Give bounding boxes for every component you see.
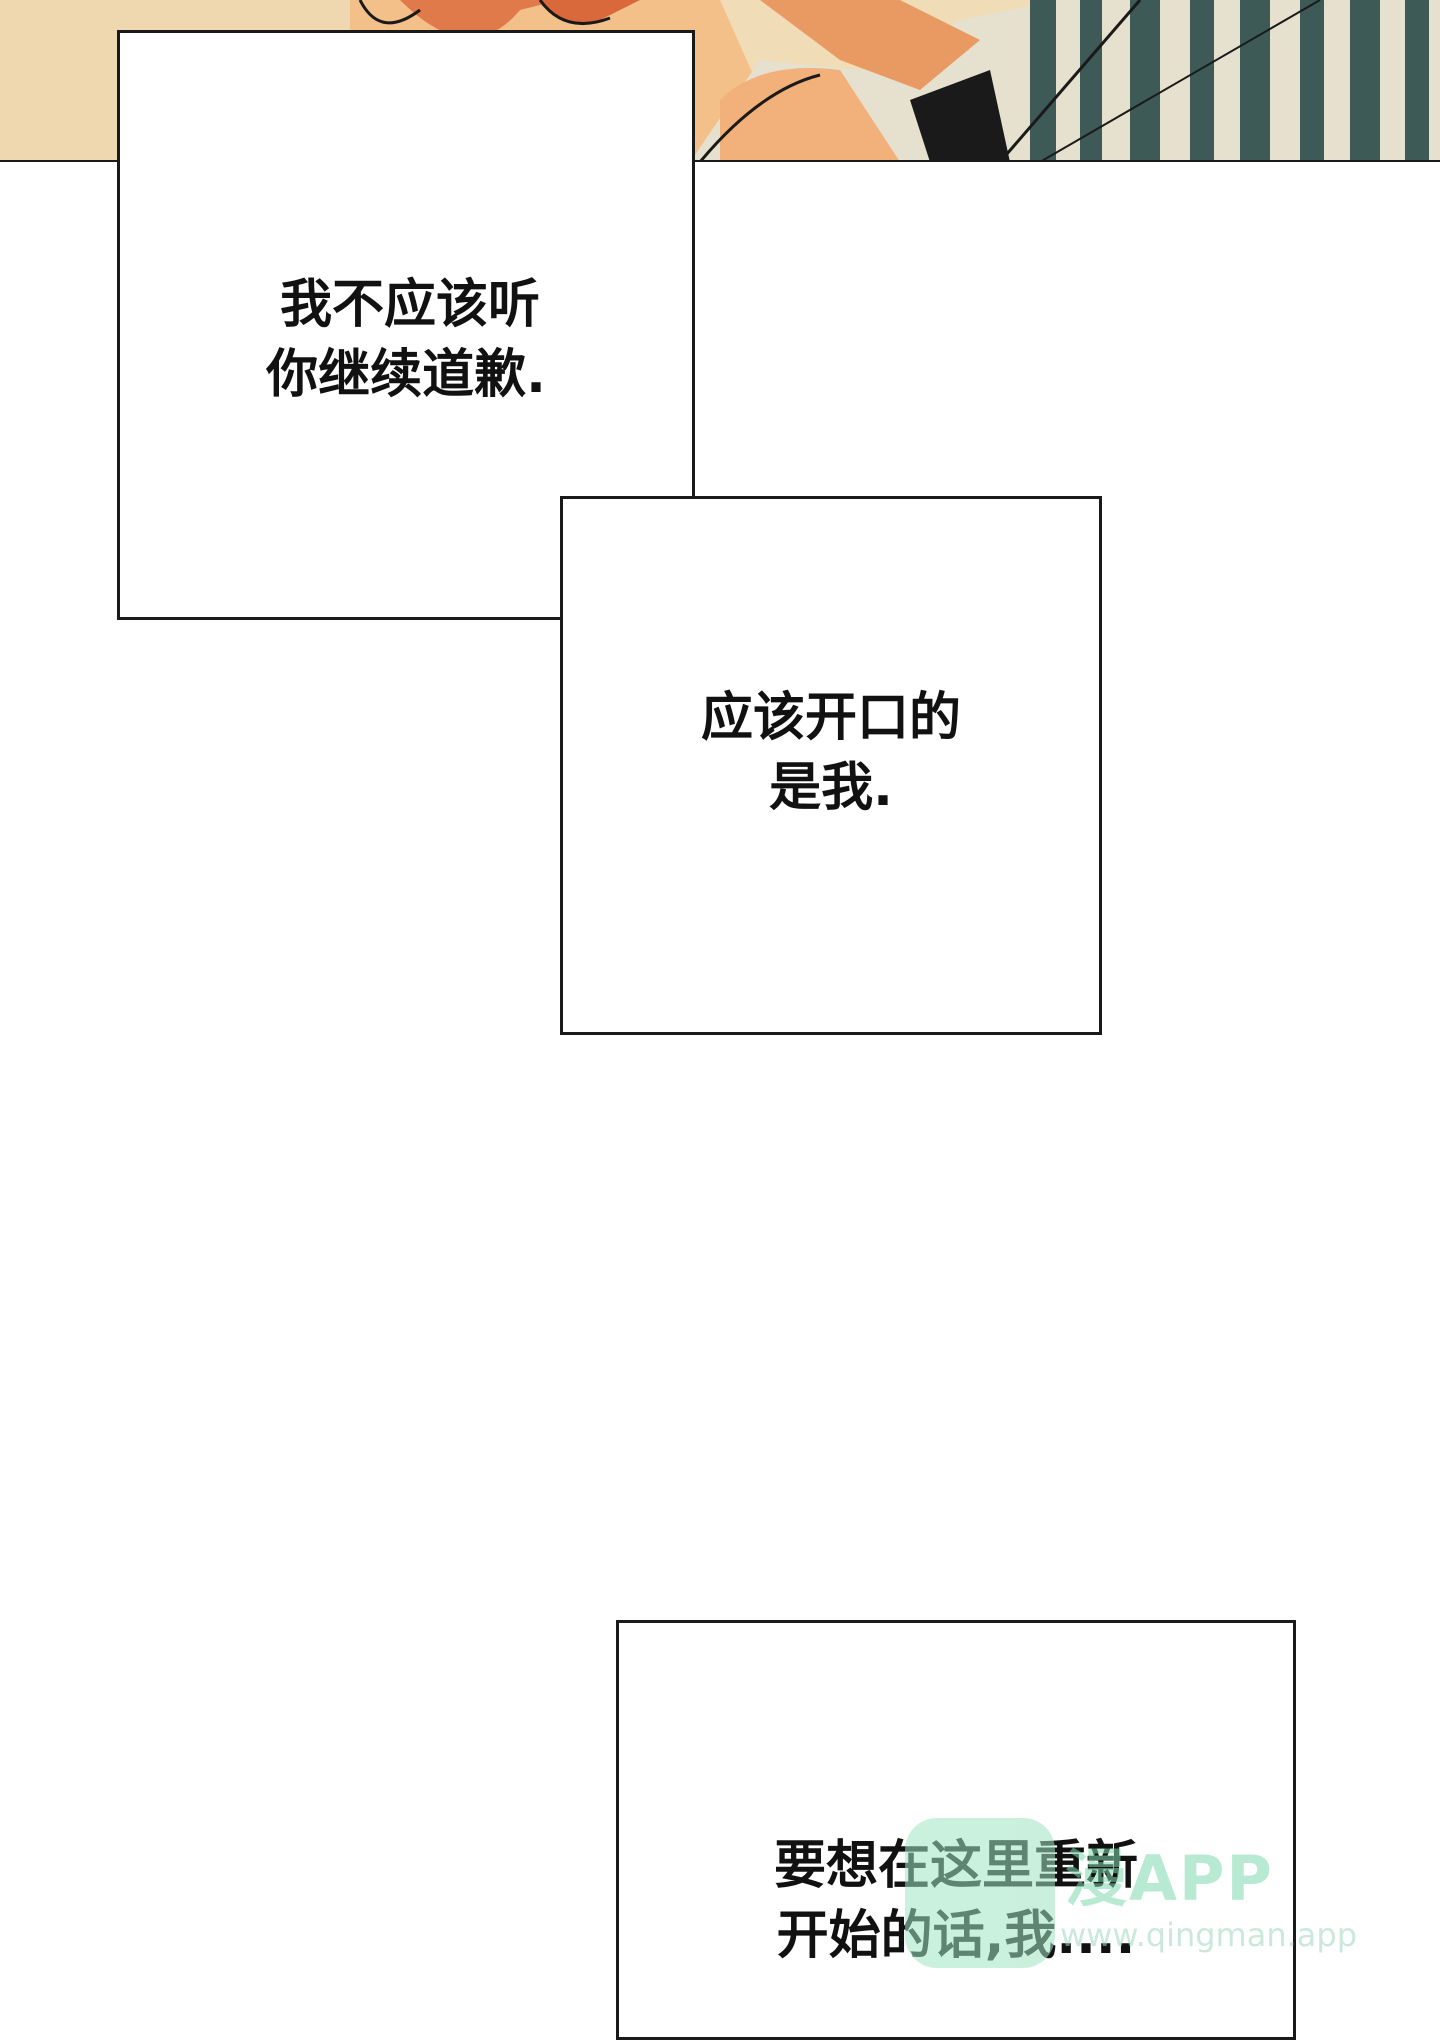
watermark: 漫APP www.qingman.app [905,1818,1405,1968]
caption-1-line-2: 你继续道歉. [266,345,546,405]
caption-2-line-2: 是我. [769,758,893,818]
caption-text-1: 我不应该听 你继续道歉. [120,270,692,410]
caption-text-2: 应该开口的 是我. [563,683,1099,823]
caption-2-line-1: 应该开口的 [700,688,961,748]
watermark-brand: 漫APP [1065,1842,1274,1915]
caption-1-line-1: 我不应该听 [279,275,540,335]
caption-seam [563,499,692,617]
watermark-logo-icon [905,1818,1055,1968]
watermark-url: www.qingman.app [1060,1916,1358,1954]
